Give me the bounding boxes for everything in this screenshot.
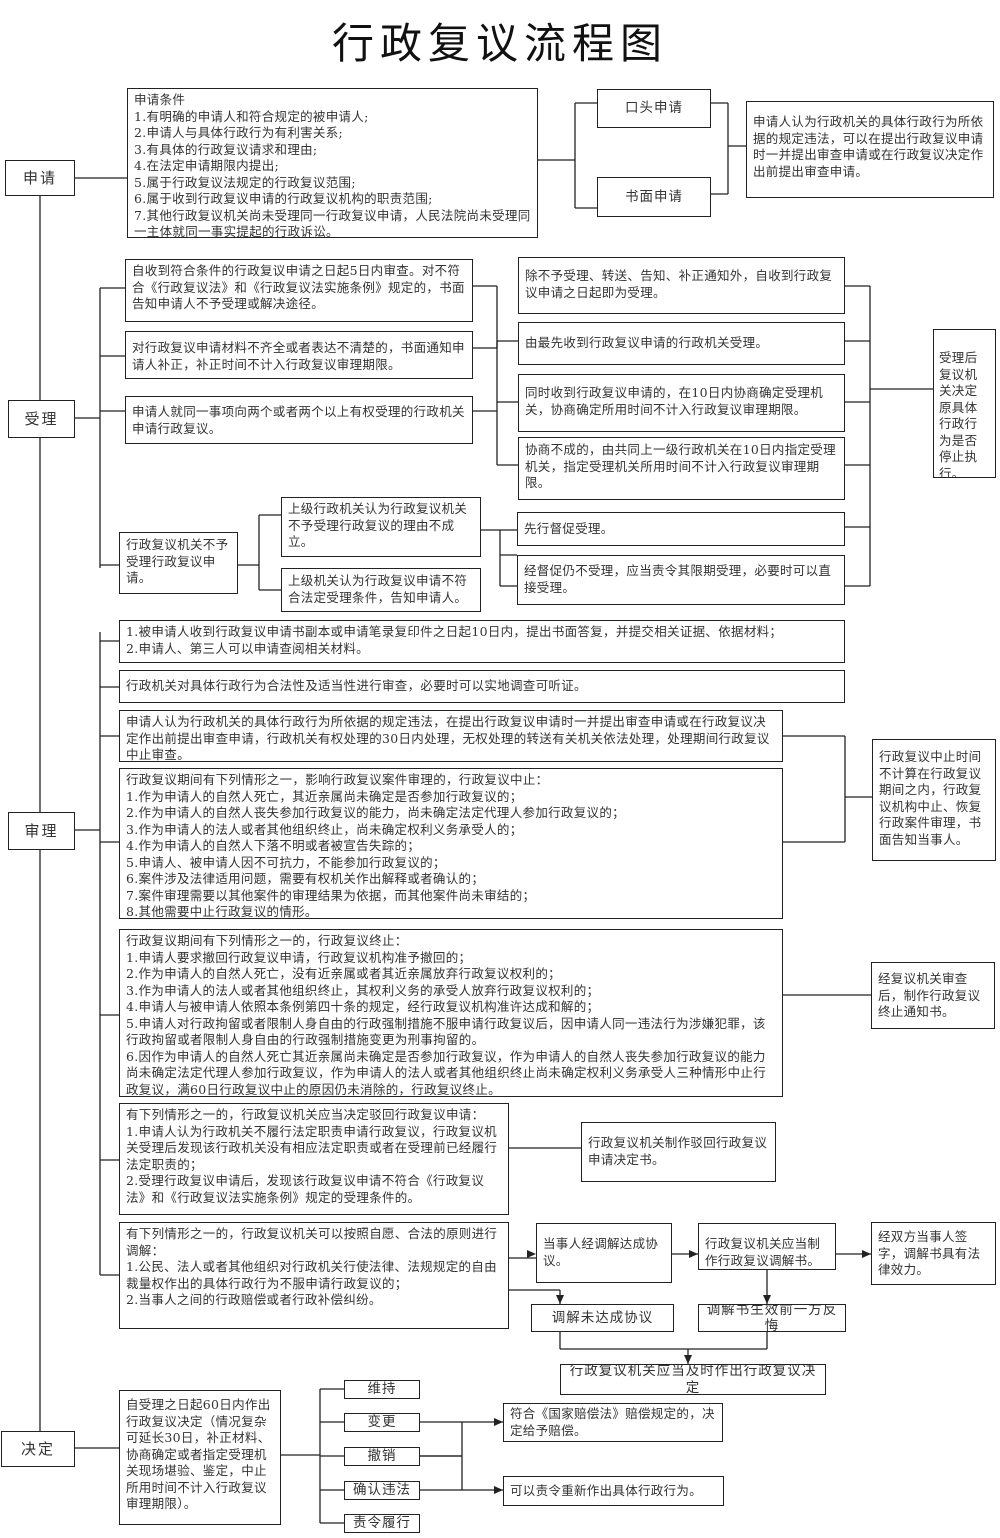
review-termination-note: 经复议机关审查后，制作行政复议终止通知书。 xyxy=(871,962,995,1029)
mediation-regret: 调解书生效前一方反悔 xyxy=(698,1304,846,1332)
apply-conditions: 申请条件 1.有明确的申请人和符合规定的被申请人; 2.申请人与具体行政行为有利… xyxy=(127,88,538,238)
accept-first-received: 由最先收到行政复议申请的行政机关受理。 xyxy=(518,322,845,365)
review-reply: 1.被申请人收到行政复议申请书副本或申请笔录复印件之日起10日内，提出书面答复，… xyxy=(119,620,845,663)
mediation-statement: 行政复议机关应当制作行政复议调解书。 xyxy=(698,1223,836,1270)
page-title: 行政复议流程图 xyxy=(331,19,668,68)
stage-decide: 决定 xyxy=(1,1431,75,1467)
decision-compensation: 符合《国家赔偿法》赔偿规定的，决定给予赔偿。 xyxy=(503,1403,723,1442)
mediation-agreement: 当事人经调解达成协议。 xyxy=(536,1223,672,1283)
review-suspension-note: 行政复议中止时间不计算在行政复议期间之内，行政复议机构中止、恢复行政案件审理，书… xyxy=(872,739,996,861)
oral-application: 口头申请 xyxy=(597,89,711,128)
accept-suspend-note: 受理后复议机关决定原具体行政行为是否停止执行。 xyxy=(933,329,996,478)
accept-default: 除不予受理、转送、告知、补正通知外，自收到行政复议申请之日起即为受理。 xyxy=(518,257,845,314)
review-norm-review: 申请人认为行政机关的具体行政行为所依据的规定违法，在提出行政复议申请时一并提出审… xyxy=(119,710,783,762)
accept-multiple-agencies: 申请人就同一事项向两个或者两个以上有权受理的行政机关申请行政复议。 xyxy=(125,396,473,444)
mediation-no-agreement: 调解未达成协议 xyxy=(531,1304,674,1332)
apply-review-request: 申请人认为行政机关的具体行政行为所依据的规定违法，可以在提出行政复议申请时一并提… xyxy=(746,101,994,198)
review-suspension: 行政复议期间有下列情形之一，影响行政复议案件审理的，行政复议中止： 1.作为申请… xyxy=(119,768,783,919)
stage-apply: 申请 xyxy=(5,160,75,196)
accept-upper-invalid: 上级行政机关认为行政复议机关不予受理行政复议的理由不成立。 xyxy=(281,497,481,557)
decision-order-perform: 责令履行 xyxy=(344,1514,420,1533)
accept-order: 经督促仍不受理，应当责令其限期受理，必要时可以直接受理。 xyxy=(517,555,845,605)
accept-refusal: 行政复议机关不予受理行政复议申请。 xyxy=(119,532,238,594)
stage-accept: 受理 xyxy=(8,400,75,438)
decision-confirm-illegal: 确认违法 xyxy=(344,1481,420,1500)
decision-redo: 可以责令重新作出具体行政行为。 xyxy=(503,1476,724,1506)
accept-no-agreement: 协商不成的，由共同上一级行政机关在10日内指定受理机关，指定受理机关所用时间不计… xyxy=(518,437,845,500)
review-mediation: 有下列情形之一的，行政复议机关可以按照自愿、合法的原则进行调解： 1.公民、法人… xyxy=(119,1222,509,1329)
mediation-effective: 经双方当事人签字，调解书具有法律效力。 xyxy=(871,1222,996,1285)
accept-urge: 先行督促受理。 xyxy=(517,512,845,546)
written-application: 书面申请 xyxy=(597,177,711,217)
decision-maintain: 维持 xyxy=(344,1380,420,1399)
review-dismissal: 有下列情形之一的，行政复议机关应当决定驳回行政复议申请： 1.申请人认为行政机关… xyxy=(119,1103,509,1215)
accept-upper-valid: 上级机关认为行政复议申请不符合法定受理条件，告知申请人。 xyxy=(281,568,481,612)
accept-incomplete-materials: 对行政复议申请材料不齐全或者表达不清楚的，书面通知申请人补正，补正时间不计入行政… xyxy=(125,331,473,379)
review-legality: 行政机关对具体行政行为合法性及适当性进行审查，必要时可以实地调查可听证。 xyxy=(119,670,845,703)
decision-change: 变更 xyxy=(344,1413,420,1432)
accept-same-time: 同时收到行政复议申请的，在10日内协商确定受理机关，协商确定所用时间不计入行政复… xyxy=(518,374,845,432)
review-termination: 行政复议期间有下列情形之一的，行政复议终止： 1.申请人要求撤回行政复议申请，行… xyxy=(119,929,783,1097)
accept-within-5-days: 自收到符合条件的行政复议申请之日起5日内审查。对不符合《行政复议法》和《行政复议… xyxy=(125,259,473,322)
review-timely-decision: 行政复议机关应当及时作出行政复议决定 xyxy=(560,1364,826,1395)
decide-deadline: 自受理之日起60日内作出行政复议决定（情况复杂可延长30日，补正材料、协商确定或… xyxy=(119,1390,281,1525)
review-dismissal-note: 行政复议机关制作驳回行政复议申请决定书。 xyxy=(581,1122,776,1182)
stage-review: 审理 xyxy=(8,812,75,850)
decision-revoke: 撤销 xyxy=(344,1447,420,1466)
